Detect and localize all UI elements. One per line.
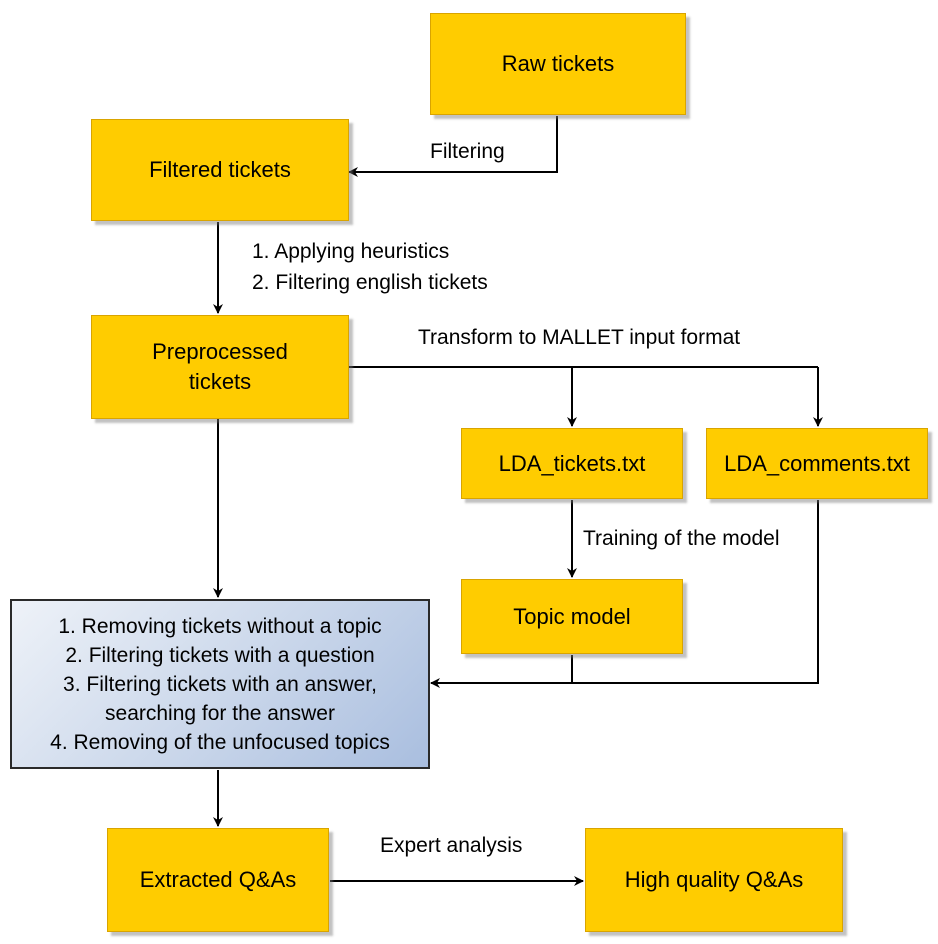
node-extracted-qas: Extracted Q&As (107, 828, 329, 932)
node-lda-comments-label: LDA_comments.txt (724, 450, 910, 476)
process-step-4: 4. Removing of the unfocused topics (50, 730, 390, 754)
edge-label-heuristics-2: 2. Filtering english tickets (252, 271, 488, 294)
edge-label-expert: Expert analysis (380, 834, 523, 857)
node-raw-tickets: Raw tickets (430, 13, 686, 115)
node-extracted-qas-label: Extracted Q&As (139, 867, 297, 892)
edge-comments-to-process (430, 500, 819, 688)
node-filtered-tickets-label: Filtered tickets (149, 157, 291, 182)
node-filtered-tickets: Filtered tickets (91, 119, 349, 221)
node-lda-tickets: LDA_tickets.txt (461, 428, 683, 499)
edge-label-training: Training of the model (583, 527, 780, 550)
process-step-1: 1. Removing tickets without a topic (58, 614, 382, 638)
edge-label-filtering: Filtering (430, 140, 505, 163)
node-preprocessed-line-1: Preprocessed (152, 339, 288, 364)
edge-label-transform: Transform to MALLET input format (418, 326, 741, 349)
node-preprocessed-tickets: Preprocessed tickets (91, 315, 349, 419)
node-preprocessed-line-2: tickets (188, 369, 252, 394)
process-box: 1. Removing tickets without a topic 2. F… (10, 599, 430, 769)
edge-raw-to-filtered (348, 116, 558, 177)
process-step-3: 3. Filtering tickets with an answer, (63, 672, 377, 696)
node-high-quality-qas-label: High quality Q&As (624, 867, 804, 892)
node-raw-tickets-label: Raw tickets (501, 51, 615, 76)
node-lda-comments: LDA_comments.txt (706, 428, 928, 499)
process-step-3-cont: searching for the answer (105, 701, 335, 725)
node-lda-tickets-label: LDA_tickets.txt (498, 450, 646, 476)
node-topic-model-label: Topic model (513, 603, 631, 629)
process-step-2: 2. Filtering tickets with a question (65, 643, 375, 667)
node-high-quality-qas: High quality Q&As (585, 828, 843, 932)
edge-label-heuristics-1: 1. Applying heuristics (252, 240, 450, 263)
node-topic-model: Topic model (461, 579, 683, 654)
